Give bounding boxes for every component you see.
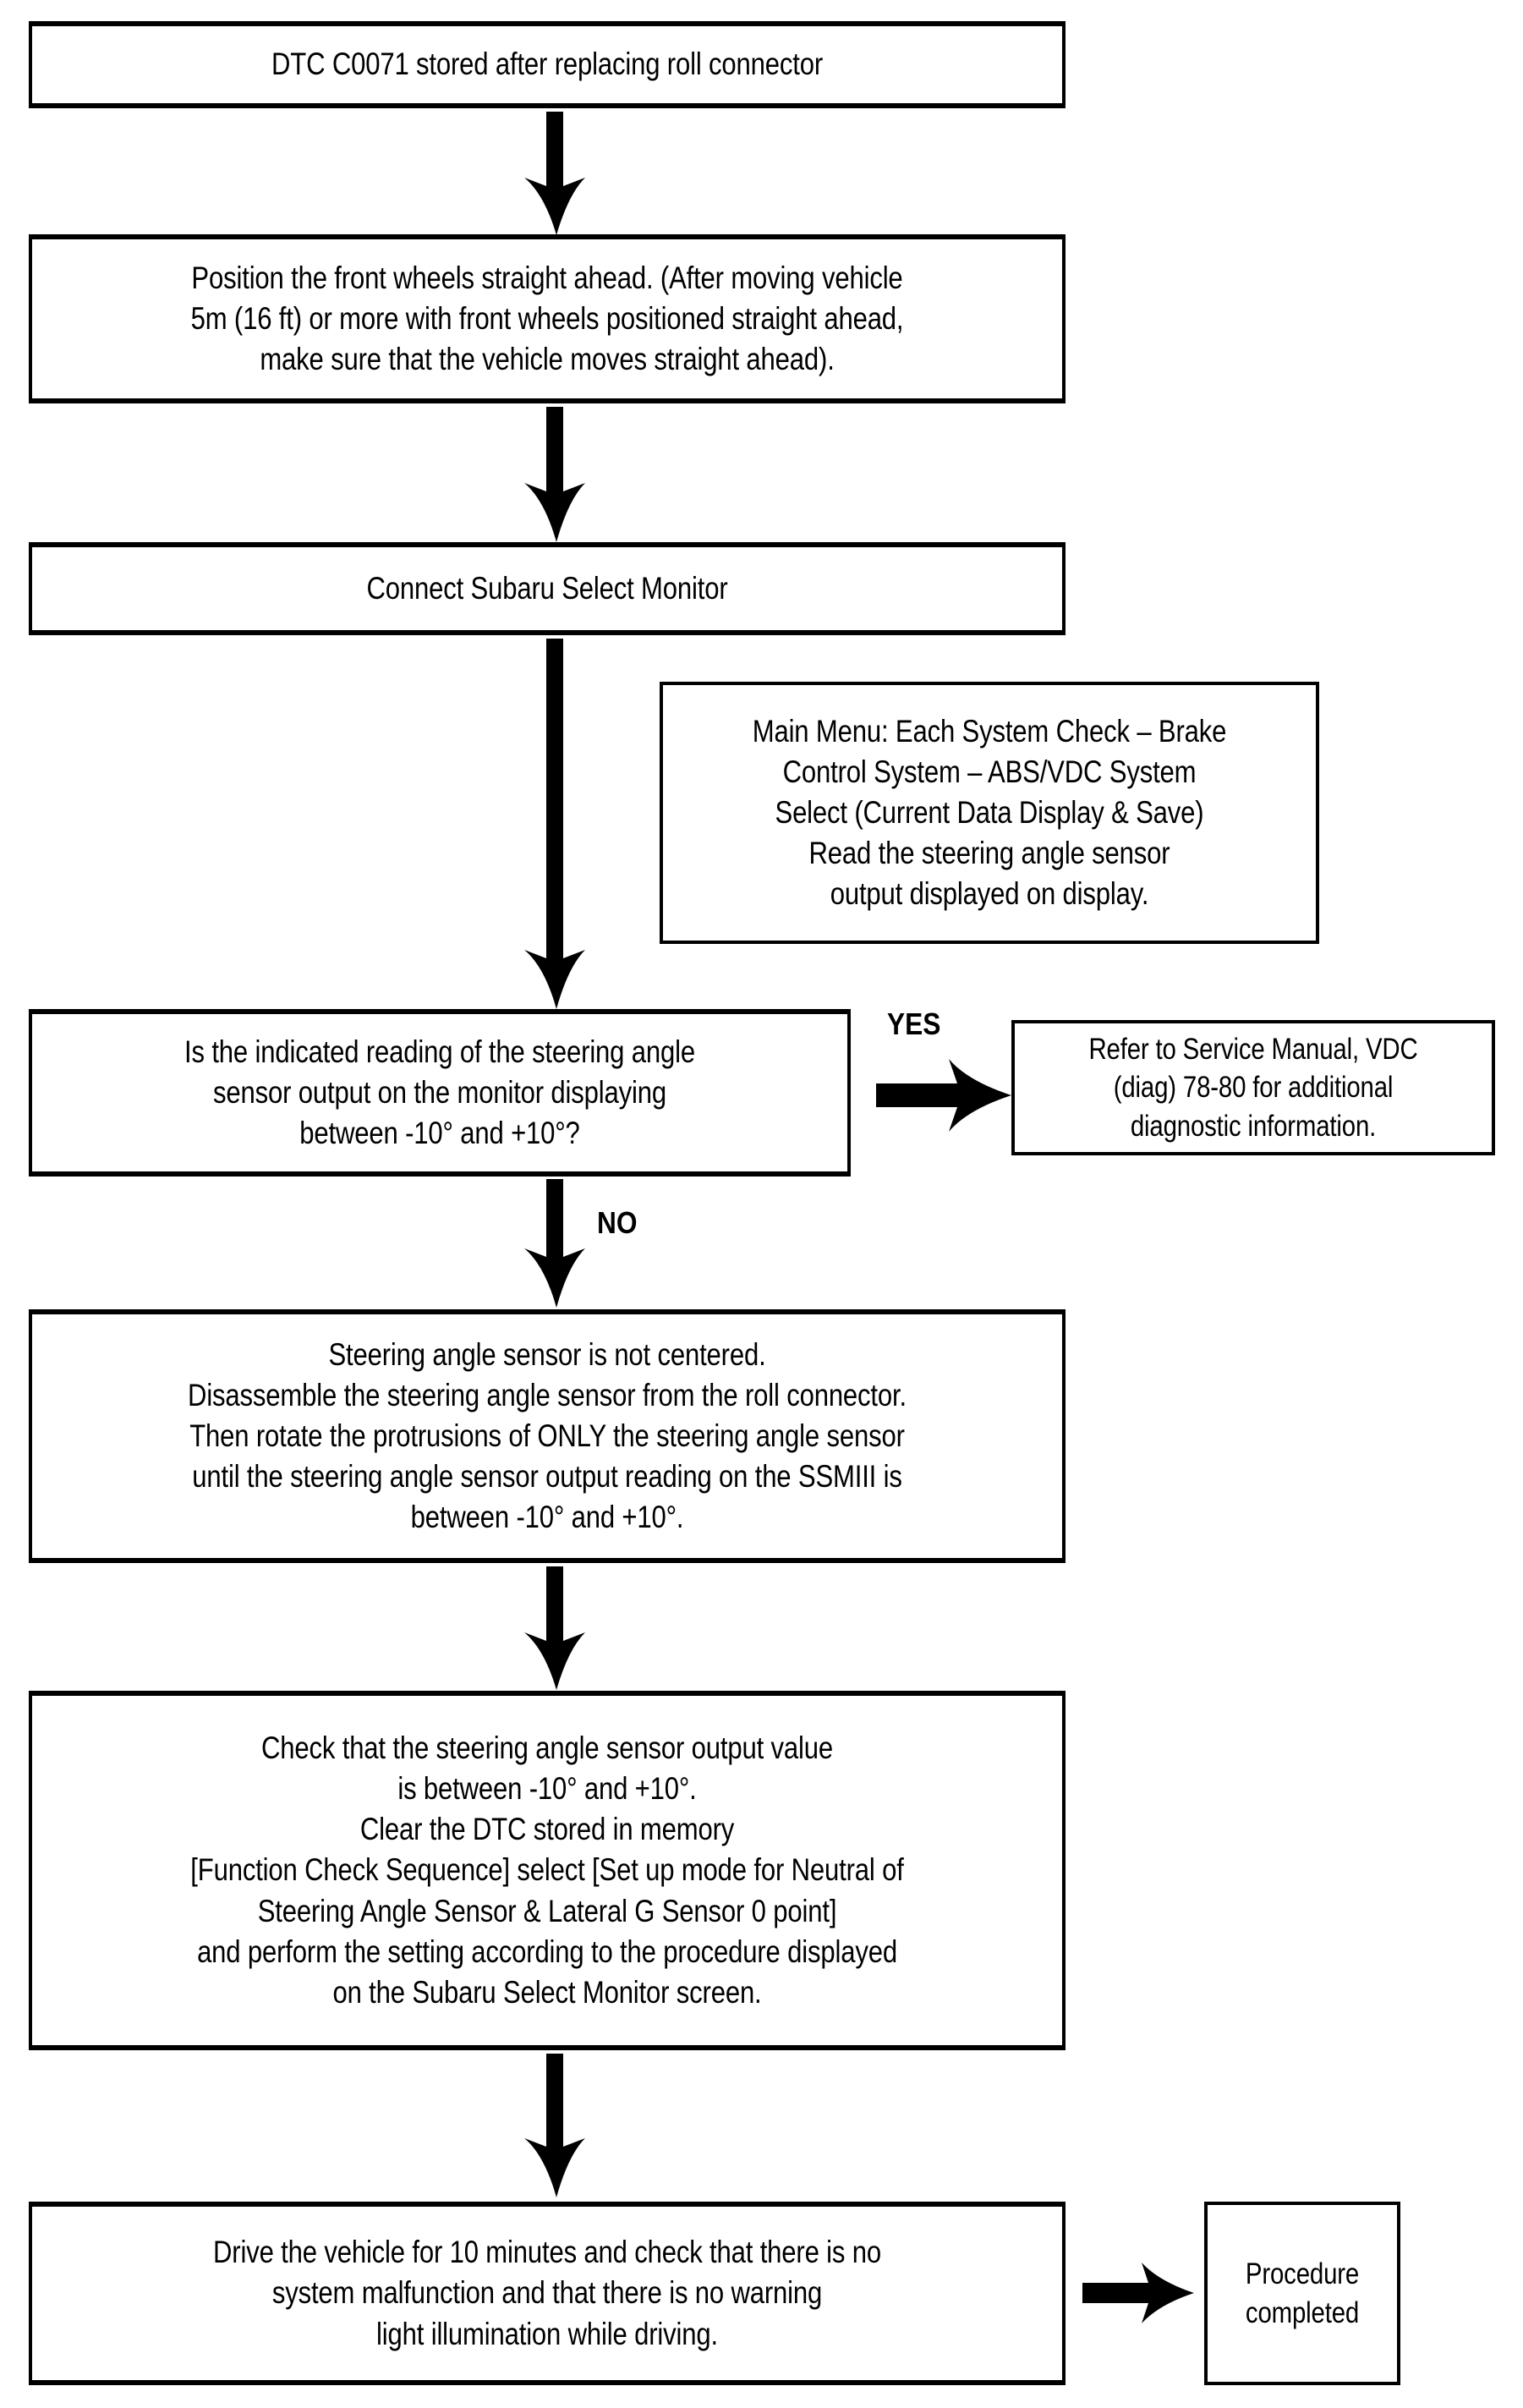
arrow-start-to-position-wheels bbox=[524, 112, 585, 235]
flow-node-check-and-clear-label: Check that the steering angle sensor out… bbox=[190, 1731, 904, 2010]
flow-node-procedure-completed[interactable]: Procedure completed bbox=[1204, 2202, 1400, 2385]
flow-node-drive-vehicle-label: Drive the vehicle for 10 minutes and che… bbox=[213, 2235, 881, 2351]
flow-node-position-wheels[interactable]: Position the front wheels straight ahead… bbox=[29, 234, 1066, 403]
flow-node-drive-vehicle[interactable]: Drive the vehicle for 10 minutes and che… bbox=[29, 2202, 1066, 2385]
flow-node-start-label: DTC C0071 stored after replacing roll co… bbox=[271, 47, 823, 82]
branch-label-no: NO bbox=[597, 1205, 638, 1240]
arrow-decision-yes-to-refer-service-manual bbox=[876, 1059, 1011, 1132]
flow-node-connect-monitor[interactable]: Connect Subaru Select Monitor bbox=[29, 542, 1066, 635]
arrow-check-and-clear-to-drive-vehicle bbox=[524, 2054, 585, 2197]
arrow-decision-no-to-not-centered bbox=[524, 1179, 585, 1308]
branch-label-yes: YES bbox=[887, 1007, 941, 1041]
flow-node-not-centered-label: Steering angle sensor is not centered. D… bbox=[188, 1336, 907, 1535]
arrow-not-centered-to-check-and-clear bbox=[524, 1566, 585, 1690]
flow-node-position-wheels-label: Position the front wheels straight ahead… bbox=[190, 260, 904, 377]
flow-node-procedure-completed-label: Procedure completed bbox=[1245, 2257, 1360, 2329]
flow-node-check-and-clear[interactable]: Check that the steering angle sensor out… bbox=[29, 1691, 1066, 2050]
flow-node-refer-service-manual-label: Refer to Service Manual, VDC (diag) 78-8… bbox=[1088, 1032, 1418, 1143]
flow-node-main-menu-note-label: Main Menu: Each System Check – Brake Con… bbox=[752, 713, 1227, 912]
arrow-position-wheels-to-connect-monitor bbox=[524, 407, 585, 542]
flow-node-refer-service-manual[interactable]: Refer to Service Manual, VDC (diag) 78-8… bbox=[1011, 1020, 1495, 1155]
arrow-drive-vehicle-to-procedure-completed bbox=[1082, 2263, 1194, 2323]
flow-node-connect-monitor-label: Connect Subaru Select Monitor bbox=[366, 570, 728, 606]
flow-node-not-centered[interactable]: Steering angle sensor is not centered. D… bbox=[29, 1309, 1066, 1563]
flow-node-main-menu-note[interactable]: Main Menu: Each System Check – Brake Con… bbox=[660, 682, 1319, 944]
flow-node-start[interactable]: DTC C0071 stored after replacing roll co… bbox=[29, 21, 1066, 108]
arrow-connect-monitor-to-decision bbox=[524, 639, 585, 1009]
flow-node-decision-reading[interactable]: Is the indicated reading of the steering… bbox=[29, 1009, 851, 1177]
flow-node-decision-reading-label: Is the indicated reading of the steering… bbox=[184, 1034, 695, 1151]
